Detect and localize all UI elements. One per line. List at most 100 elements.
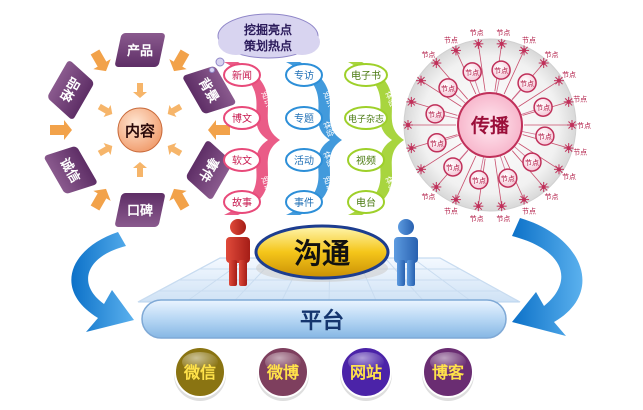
communicate-label: 沟通 [294, 237, 350, 270]
inner-node-label: 节点 [536, 104, 550, 112]
person-right-icon [394, 219, 418, 286]
channel-pill [223, 63, 261, 87]
node-star-icon [519, 45, 530, 56]
inner-node [469, 170, 489, 190]
inward-arrow-icon [133, 83, 147, 98]
node-star-icon [538, 181, 549, 192]
outer-node-label: 节点 [496, 29, 510, 37]
spread-network: 节点节点节点节点节点节点节点节点节点节点节点节点节点节点节点节点节点节点节点节点… [403, 29, 591, 223]
inner-node [443, 157, 463, 177]
media-label: 博客 [432, 363, 465, 382]
cloud-line-2: 策划热点 [244, 38, 292, 53]
communicate-button [254, 224, 390, 280]
cycle-center-label: 内容 [125, 122, 155, 140]
outer-node-label: 节点 [562, 71, 576, 79]
channel-pill [285, 106, 323, 130]
inward-arrow-icon [97, 103, 113, 118]
channel-pill-label: 新闻 [232, 69, 252, 82]
channel-pill [285, 63, 323, 87]
channel-pill [285, 190, 323, 214]
channel-pill [285, 148, 323, 172]
right-cycle-arrow [512, 218, 583, 336]
cycle-arrow-icon [169, 49, 190, 72]
cycle-node: 产品 [115, 33, 165, 67]
inner-node-label: 节点 [525, 159, 539, 167]
channel-pill [347, 148, 385, 172]
outer-node-label: 节点 [421, 193, 435, 201]
person-left-icon [226, 219, 250, 286]
outer-node-label: 节点 [444, 208, 458, 216]
node-star-icon [563, 143, 574, 154]
inner-node [427, 133, 447, 153]
spread-center [457, 92, 523, 158]
channel-pill-label: 软文 [232, 154, 252, 167]
inner-node-label: 节点 [465, 69, 479, 77]
media-1: 微信 [174, 346, 226, 401]
spread-center-label: 传播 [470, 114, 510, 137]
node-star-icon [538, 58, 549, 69]
channel-ribbon [224, 62, 280, 215]
channel-pill-label: 专访 [294, 69, 314, 82]
inner-node-label: 节点 [538, 133, 552, 141]
node-star-icon [473, 201, 484, 212]
inward-arrow-icon [167, 103, 183, 118]
media-label: 网站 [350, 363, 382, 382]
channel-pill [223, 148, 261, 172]
cloud-bubble: 挖掘亮点 策划热点 [209, 13, 320, 73]
inner-node-label: 节点 [472, 177, 486, 185]
media-label: 微信 [183, 363, 216, 382]
node-star-icon [431, 181, 442, 192]
inner-node [533, 97, 553, 117]
channel-pill-label: 事件 [294, 196, 314, 209]
inner-node [491, 60, 511, 80]
inner-node [498, 168, 518, 188]
node-star-icon [416, 75, 427, 86]
node-star-icon [496, 201, 507, 212]
outer-node-label: 节点 [577, 122, 591, 130]
channel-pill [347, 190, 385, 214]
channel-pill-label: 博文 [232, 112, 252, 125]
node-star-icon [563, 96, 574, 107]
node-star-icon [403, 120, 413, 130]
channel-pill-label: 活动 [294, 155, 314, 167]
cycle-node: 诚信 [44, 146, 97, 194]
platform-label: 平台 [300, 308, 344, 334]
media-4: 博客 [422, 346, 474, 401]
inner-node [535, 126, 555, 146]
channel-pill-label: 视频 [356, 154, 376, 167]
media-row: 微信 微博 网站 博客 [174, 346, 474, 401]
node-star-icon [406, 143, 417, 154]
channel-pill-label: 电子书 [351, 69, 381, 82]
node-star-icon [450, 45, 461, 56]
cycle-node: 口碑 [115, 193, 165, 227]
outer-node-label: 节点 [444, 36, 458, 44]
node-star-icon [496, 38, 507, 49]
node-star-icon [553, 164, 564, 175]
cloud-line-1: 挖掘亮点 [244, 22, 292, 37]
outer-node-label: 节点 [545, 51, 559, 59]
node-star-icon [416, 164, 427, 175]
node-star-icon [567, 120, 577, 130]
channel-pill-label: 故事 [232, 196, 252, 209]
inner-node-label: 节点 [520, 80, 534, 88]
outer-node-label: 节点 [470, 215, 484, 223]
inner-node-label: 节点 [446, 164, 460, 172]
inward-arrow-icon [133, 162, 147, 177]
cycle-arrow-icon [208, 120, 230, 140]
media-2: 微博 [257, 346, 309, 401]
outer-node-label: 节点 [522, 36, 536, 44]
inner-node [522, 152, 542, 172]
channel-ribbon [286, 62, 342, 215]
inner-node-label: 节点 [441, 85, 455, 93]
inner-node [438, 78, 458, 98]
outer-node-label: 节点 [573, 148, 587, 156]
cycle-center [117, 107, 163, 153]
cycle-node-label: 产品 [127, 43, 153, 59]
cycle-node: 品格 [48, 61, 94, 119]
channel-pill [344, 106, 388, 130]
inner-node-label: 节点 [501, 175, 515, 183]
node-star-icon [450, 194, 461, 205]
inner-node-label: 节点 [430, 140, 444, 148]
node-star-icon [519, 194, 530, 205]
